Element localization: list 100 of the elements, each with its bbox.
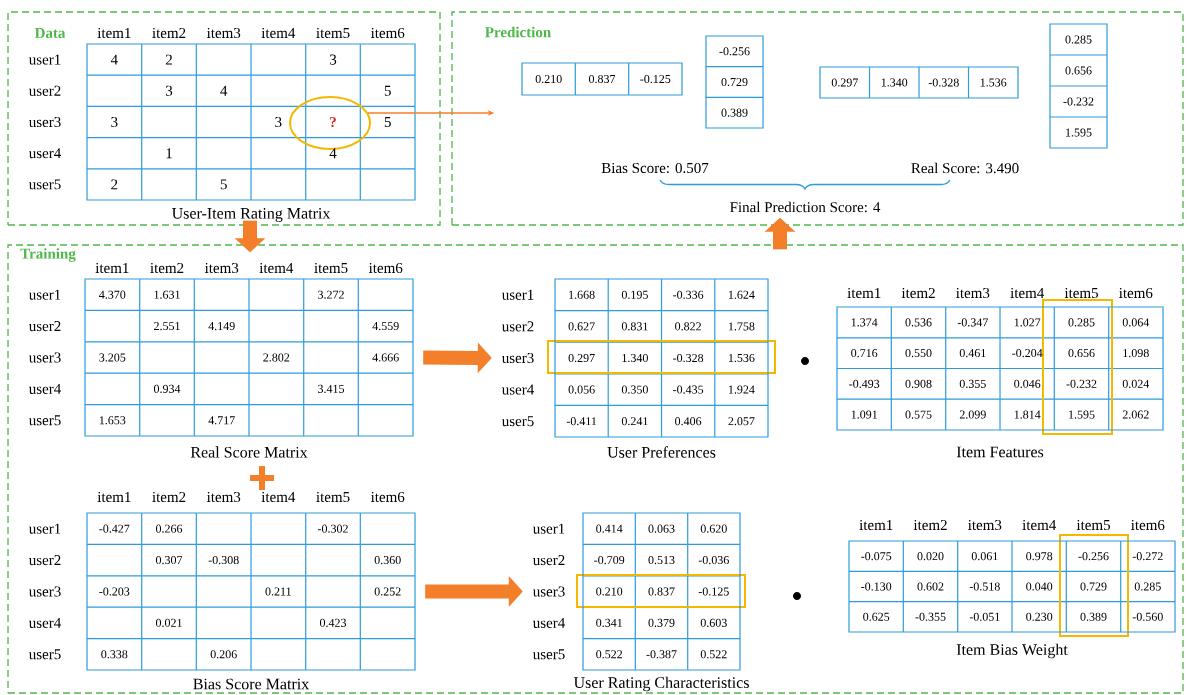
row-header: user4 (532, 617, 565, 628)
matrix-value: 2.099 (959, 410, 986, 419)
row-header: user4 (28, 617, 61, 628)
row-header: user1 (28, 54, 61, 65)
question-mark: ? (330, 116, 336, 128)
row-header: user3 (532, 586, 565, 597)
row-header: user5 (501, 416, 534, 427)
matrix-caption: Real Score Matrix (190, 446, 308, 458)
matrix-caption: Item Bias Weight (956, 643, 1068, 659)
matrix-value: 0.620 (700, 524, 727, 533)
row-header: user1 (501, 289, 534, 300)
matrix-value: 0.837 (588, 74, 616, 84)
matrix-value: 5 (384, 117, 391, 127)
matrix-value: -0.256 (719, 47, 750, 56)
column-header: item5 (316, 27, 350, 39)
matrix-value: 0.978 (1026, 552, 1053, 561)
column-header: item6 (370, 27, 405, 39)
matrix-value: -0.125 (640, 74, 671, 84)
matrix-value: -0.232 (1066, 379, 1097, 388)
matrix-value: 0.522 (700, 650, 727, 659)
matrix-value: 3 (166, 85, 173, 96)
matrix-value: -0.051 (969, 612, 1000, 621)
matrix-value: 0.603 (700, 618, 727, 627)
matrix-value: 5 (220, 179, 227, 190)
row-header: user5 (28, 179, 61, 190)
matrix-value: 0.024 (1122, 379, 1150, 388)
row-header: user1 (28, 523, 61, 534)
matrix-value: 0.297 (831, 78, 858, 87)
panel-title: Prediction (485, 26, 551, 38)
matrix-value: -0.411 (566, 417, 597, 426)
matrix-value: 4 (329, 148, 337, 159)
matrix-value: 2.802 (263, 353, 290, 362)
matrix-value: 0.056 (568, 385, 595, 394)
row-header: user3 (501, 352, 534, 364)
matrix-value: 2 (111, 179, 118, 190)
matrix-value: 0.195 (621, 290, 648, 299)
matrix-caption: Item Features (956, 446, 1044, 458)
matrix-value: 4 (220, 85, 228, 96)
matrix-value: -0.302 (317, 524, 348, 533)
matrix-value: -0.328 (673, 353, 704, 363)
matrix-value: 0.729 (721, 77, 748, 87)
matrix-value: -0.336 (673, 290, 704, 299)
score-text: Real Score: 3.490 (911, 162, 1019, 174)
matrix-value: 0.241 (621, 417, 648, 426)
matrix-value: 0.625 (863, 612, 890, 621)
matrix-value: 0.536 (905, 318, 932, 327)
matrix-value: 0.285 (1134, 582, 1161, 591)
row-header: user3 (28, 586, 61, 597)
matrix-value: 0.716 (851, 349, 878, 358)
matrix-value: -0.203 (99, 587, 130, 596)
matrix-value: 0.266 (155, 524, 183, 533)
matrix-value: 4.717 (208, 416, 235, 425)
matrix-value: 1.340 (622, 353, 648, 363)
matrix-value: 1.814 (1014, 410, 1041, 419)
matrix-value: 0.046 (1014, 379, 1041, 388)
matrix-value: 1.091 (851, 410, 877, 419)
matrix-value: -0.518 (969, 582, 1000, 591)
matrix-value: 0.230 (1026, 612, 1053, 621)
matrix-value: 0.307 (155, 556, 183, 565)
row-header: user2 (28, 321, 61, 332)
row-header: user3 (28, 116, 61, 128)
row-header: user5 (28, 649, 61, 660)
matrix-value: 0.020 (917, 552, 944, 561)
row-header: user3 (28, 352, 61, 363)
matrix-value: 0.211 (265, 587, 291, 596)
matrix-value: 1.340 (881, 78, 908, 87)
matrix-value: 0.350 (621, 385, 648, 394)
matrix-value: 0.360 (374, 556, 401, 565)
matrix-value: -0.435 (673, 385, 704, 394)
matrix-value: 1.653 (99, 416, 126, 425)
matrix-value: 0.389 (1080, 612, 1107, 621)
matrix-caption: Bias Score Matrix (193, 678, 310, 690)
panel-title: Training (20, 248, 76, 262)
matrix-value: -0.130 (861, 582, 892, 591)
matrix-value: 4.559 (372, 322, 399, 331)
matrix-value: 3.272 (318, 290, 344, 299)
matrix-value: -0.709 (594, 556, 625, 565)
matrix-value: 0.822 (675, 322, 701, 331)
matrix-value: -0.036 (698, 556, 729, 565)
matrix-value: -0.232 (1063, 97, 1094, 106)
matrix-value: 5 (384, 85, 391, 96)
matrix-value: 1.758 (728, 322, 755, 331)
score-text: Bias Score: 0.507 (601, 162, 709, 174)
matrix-value: -0.387 (646, 650, 677, 659)
matrix-value: 3.205 (99, 353, 126, 362)
matrix-value: 1.536 (980, 78, 1007, 87)
matrix-value: 2 (165, 54, 172, 65)
matrix-value: -0.075 (861, 552, 892, 561)
matrix-value: 0.934 (153, 384, 181, 393)
panel-title: Data (34, 28, 66, 38)
matrix-value: 0.285 (1065, 35, 1092, 44)
row-header: user4 (28, 148, 61, 159)
matrix-value: 1.098 (1123, 349, 1149, 358)
matrix-value: -0.328 (928, 78, 959, 87)
matrix-value: 4 (110, 54, 118, 65)
matrix-value: 2.057 (728, 417, 755, 426)
matrix-value: 0.656 (1065, 66, 1092, 75)
matrix-value: 0.063 (648, 524, 675, 533)
matrix-value: -0.272 (1132, 552, 1163, 561)
matrix-value: 0.414 (596, 524, 623, 533)
